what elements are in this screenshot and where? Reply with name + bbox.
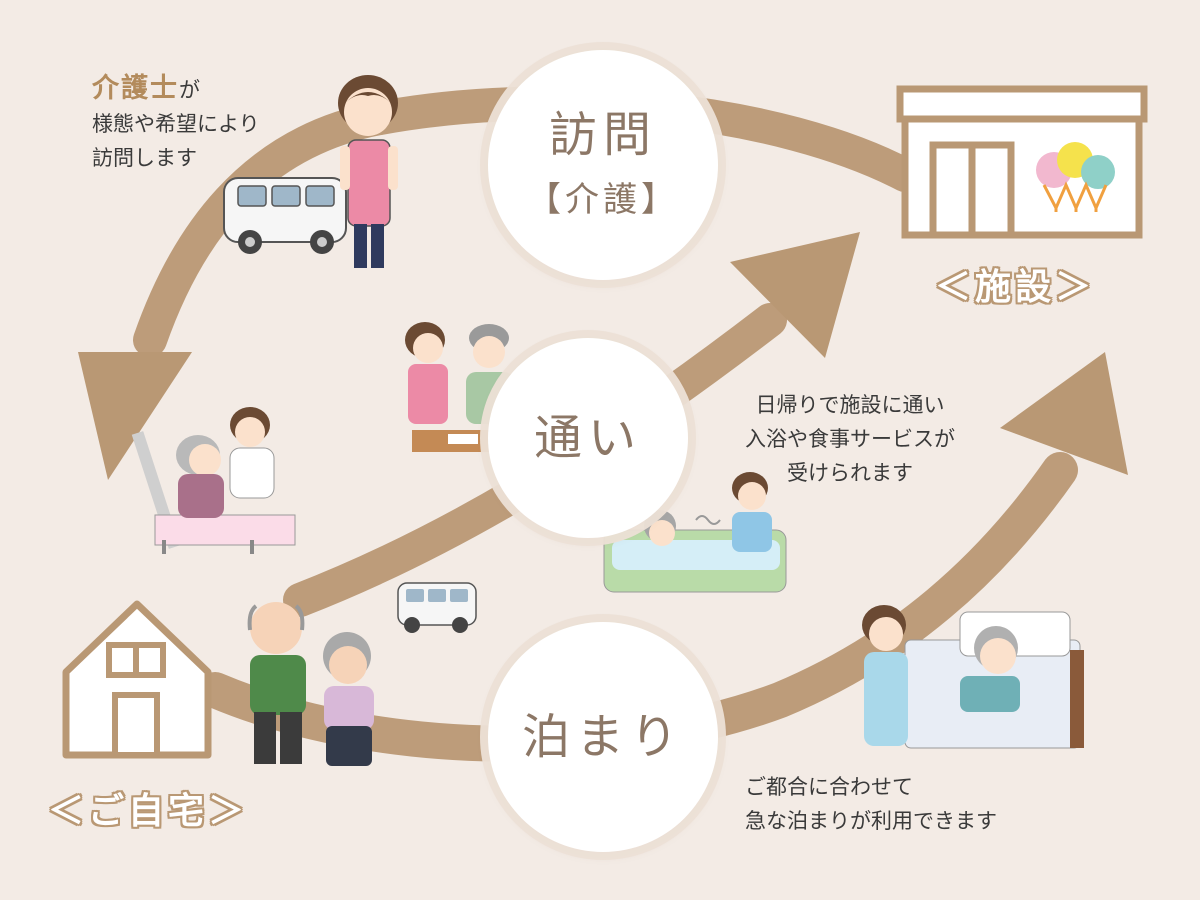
day-service-description: 日帰りで施設に通い 入浴や食事サービスが 受けられます — [745, 388, 955, 490]
caregiver-accent: 介護士 — [92, 73, 179, 104]
short-stay-circle: 泊まり — [488, 622, 718, 852]
stay-desc-line1: ご都合に合わせて — [745, 775, 913, 799]
stay-desc-line2: 急な泊まりが利用できます — [745, 809, 997, 833]
facility-building-icon — [896, 85, 1148, 239]
home-label: ＜ご自宅＞ — [48, 791, 249, 832]
visit-title: 訪問 — [548, 107, 657, 164]
visit-description: 介護士が 様態や希望により 訪問します — [92, 72, 260, 175]
small-van-illustration — [397, 582, 477, 633]
short-stay-title: 泊まり — [521, 708, 684, 765]
arrow-facility-to-home — [133, 86, 922, 357]
bathing-illustration — [603, 472, 787, 593]
short-stay-description: ご都合に合わせて 急な泊まりが利用できます — [745, 770, 997, 838]
day-desc-line2: 入浴や食事サービスが — [745, 427, 955, 451]
day-desc-line3: 受けられます — [787, 461, 913, 485]
bed-care-illustration — [131, 407, 296, 554]
day-service-circle: 通い — [488, 338, 688, 538]
home-house-icon — [62, 600, 212, 759]
caregiver-with-van-illustration — [223, 75, 398, 268]
visit-desc-line1-rest: が — [179, 78, 200, 102]
visit-desc-line3: 訪問します — [92, 146, 197, 170]
arrowhead-lower-right — [1000, 352, 1128, 475]
day-service-title: 通い — [533, 409, 642, 466]
arrowhead-left — [78, 352, 192, 480]
visit-subtitle: 【介護】 — [527, 179, 679, 220]
arrowhead-upper-right — [730, 232, 860, 358]
facility-label: ＜施設＞ — [935, 267, 1096, 308]
elderly-couple-illustration — [247, 602, 374, 766]
meal-assistance-illustration — [405, 322, 514, 452]
overnight-bed-illustration — [862, 605, 1084, 749]
visit-care-circle: 訪問 【介護】 — [488, 50, 718, 280]
visit-desc-line2: 様態や希望により — [92, 112, 260, 136]
day-desc-line1: 日帰りで施設に通い — [755, 393, 945, 417]
